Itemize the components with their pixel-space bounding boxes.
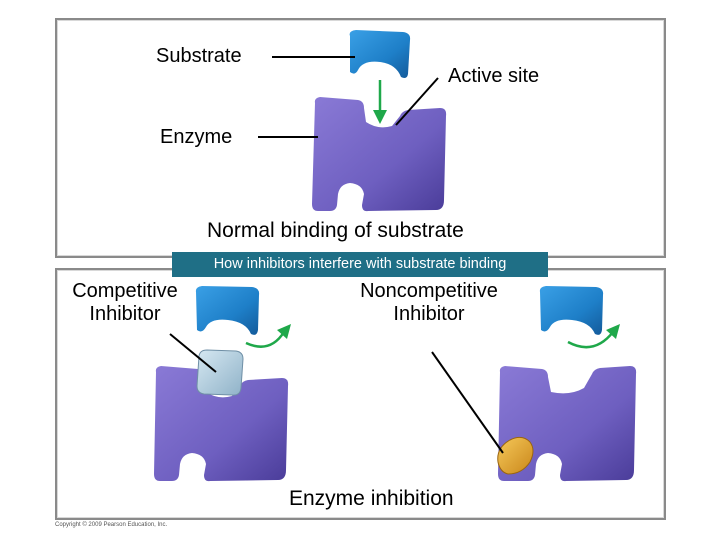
release-arrow-icon-left xyxy=(245,324,291,348)
enzyme-label: Enzyme xyxy=(160,126,233,148)
noncompetitive-inhibitor-label: Noncompetitive Inhibitor xyxy=(334,280,524,326)
enzyme-shape xyxy=(312,97,447,212)
enzyme-shape-competitive xyxy=(154,366,289,482)
noncompetitive-label-line2: Inhibitor xyxy=(393,303,465,325)
binding-arrow-icon xyxy=(373,80,387,124)
competitive-label-line2: Inhibitor xyxy=(89,303,161,325)
competitive-label-line1: Competitive xyxy=(72,280,178,302)
active-site-label: Active site xyxy=(448,65,540,87)
noncompetitive-inhibitor-shape xyxy=(497,436,534,475)
inhibition-banner: How inhibitors interfere with substrate … xyxy=(172,252,548,277)
active-site-leader-line xyxy=(395,77,439,126)
noncompetitive-label-line1: Noncompetitive xyxy=(360,280,498,302)
substrate-shape xyxy=(349,30,411,78)
substrate-label: Substrate xyxy=(156,45,242,67)
enzyme-inhibition-caption: Enzyme inhibition xyxy=(289,487,454,510)
noncompetitive-leader-line xyxy=(431,351,504,454)
release-arrow-icon-right xyxy=(567,324,620,349)
competitive-inhibitor-shape xyxy=(196,349,244,396)
normal-binding-caption: Normal binding of substrate xyxy=(207,219,464,242)
substrate-shape-competitive xyxy=(195,286,260,335)
competitive-leader-line xyxy=(169,333,217,373)
substrate-shape-noncompetitive xyxy=(539,286,604,335)
competitive-inhibitor-label: Competitive Inhibitor xyxy=(56,280,194,326)
copyright-notice: Copyright © 2009 Pearson Education, Inc. xyxy=(55,522,168,528)
